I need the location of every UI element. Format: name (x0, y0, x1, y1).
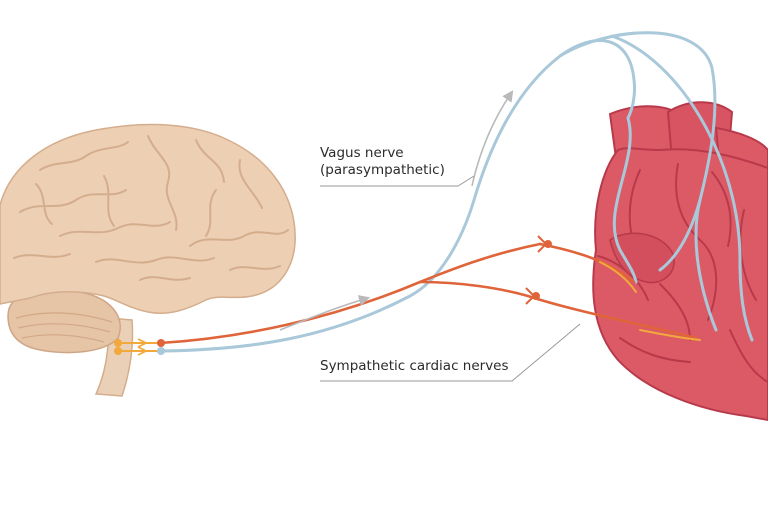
sympathetic-terminals (525, 235, 552, 305)
vagus-nerve-label: Vagus nerve (parasympathetic) (320, 145, 445, 179)
direction-arrows (279, 90, 514, 331)
synapse-markers (114, 338, 165, 356)
heart-icon (592, 101, 768, 422)
vagus-label-line2: (parasympathetic) (320, 162, 445, 178)
brain-icon (0, 123, 296, 397)
cardiac-fibers (599, 261, 701, 341)
leader-lines (320, 175, 581, 382)
vagus-nerve (158, 31, 754, 353)
sympathetic-nerves-label: Sympathetic cardiac nerves (320, 358, 509, 374)
vagus-label-line1: Vagus nerve (320, 145, 404, 161)
